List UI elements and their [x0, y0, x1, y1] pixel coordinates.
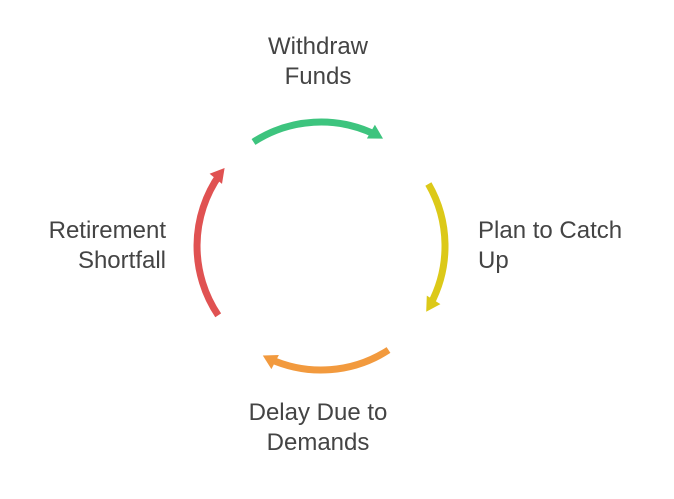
step-label-line: Delay Due to — [248, 399, 388, 426]
cycle-arc-right — [425, 182, 449, 307]
step-label-line: Shortfall — [77, 247, 166, 274]
arrowhead-right-icon — [426, 295, 441, 312]
step-label-line: Funds — [284, 63, 352, 90]
cycle-arc-left — [193, 172, 223, 318]
step-label-line: Retirement — [48, 217, 166, 244]
step-label-delay-due-to-demands: Delay Due to Demands — [218, 398, 418, 458]
step-label-line: Withdraw — [267, 33, 369, 60]
step-label-plan-to-catch-up: Plan to Catch Up — [478, 216, 668, 276]
arrowhead-top-icon — [366, 124, 383, 139]
arrowhead-left-icon — [209, 168, 225, 184]
cycle-arc-top — [251, 118, 378, 145]
step-label-line: Demands — [266, 429, 370, 456]
arrowhead-bottom-icon — [262, 355, 279, 370]
step-label-withdraw-funds: Withdraw Funds — [218, 32, 418, 92]
step-label-retirement-shortfall: Retirement Shortfall — [16, 216, 166, 276]
step-label-line: Up — [478, 247, 509, 274]
cycle-arc-bottom — [268, 347, 391, 374]
step-label-line: Plan to Catch — [478, 217, 623, 244]
